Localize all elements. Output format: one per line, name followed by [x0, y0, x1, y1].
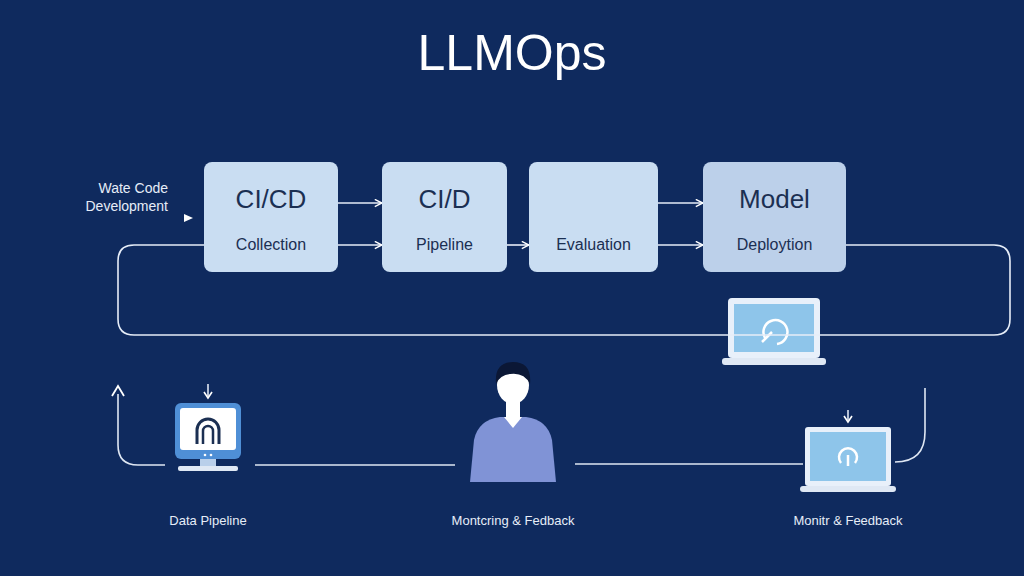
box-subtitle: Evaluation: [529, 236, 658, 254]
process-box: ModelDeploytion: [703, 162, 846, 272]
flow-connector: [338, 202, 382, 204]
flow-connector: [658, 244, 703, 246]
arrow-head: [204, 392, 212, 398]
box-heading: CI/CD: [204, 184, 338, 215]
icon-caption: Monitr & Feedback: [758, 513, 938, 528]
box-subtitle: Collection: [204, 236, 338, 254]
box-subtitle: Deploytion: [703, 236, 846, 254]
flow-connector: [658, 202, 703, 204]
person-icon: [470, 362, 556, 482]
arrow-head: [112, 386, 124, 396]
arrow-head: [184, 214, 193, 222]
box-subtitle: Pipeline: [382, 236, 507, 254]
monitor-icon: [175, 403, 241, 471]
arrow-head: [844, 416, 852, 422]
process-box: CI/CD Collection: [204, 162, 338, 272]
box-heading: Model: [703, 184, 846, 215]
diagram-title: LLMOps: [0, 24, 1024, 82]
box-heading: CI/D: [382, 184, 507, 215]
icon-caption: Montcring & Fedback: [413, 513, 613, 528]
process-box: Evaluation: [529, 162, 658, 272]
laptop-icon: [722, 298, 826, 365]
process-box: CI/D Pipeline: [382, 162, 507, 272]
flow-connector: [338, 244, 382, 246]
laptop-icon: [800, 427, 896, 492]
flow-connector: [507, 244, 529, 246]
stage-label: Wate Code Development: [78, 179, 168, 215]
icon-caption: Data Pipeline: [128, 513, 288, 528]
